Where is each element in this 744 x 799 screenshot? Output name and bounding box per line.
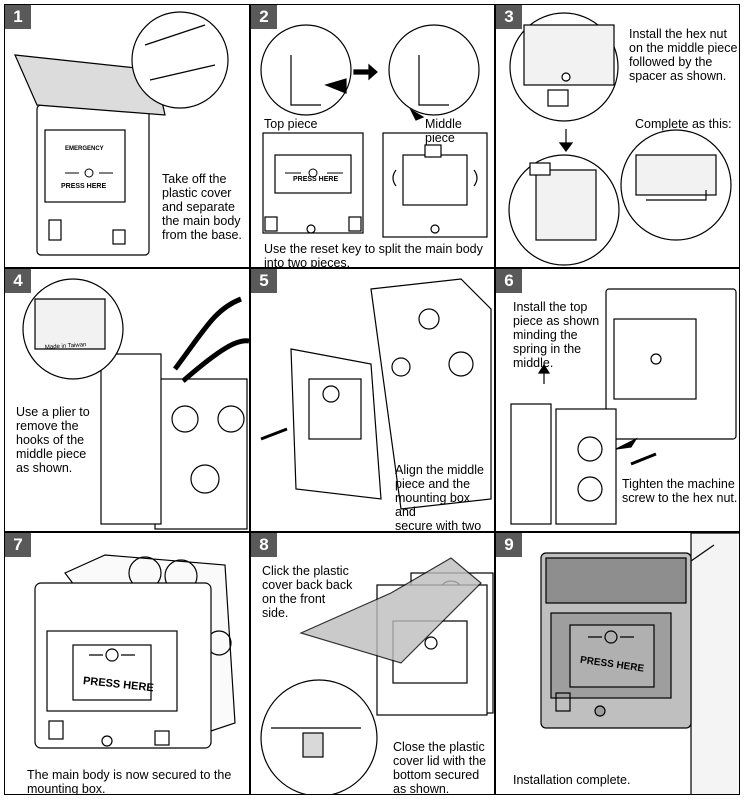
step-2-caption: Use the reset key to split the main body… <box>264 242 483 268</box>
step-4-illustration: Made in Taiwan <box>22 278 249 530</box>
press-here-label: PRESS HERE <box>61 183 106 190</box>
step-7-caption: The main body is now secured to the moun… <box>27 768 232 795</box>
step-4-caption: Use a plier to remove the hooks of the m… <box>16 405 90 475</box>
step-2-illustration: PRESS HERE <box>260 24 488 238</box>
step-8-panel: 8 Click the plastic cover back back on t… <box>250 532 495 795</box>
step-5-illustration <box>260 278 492 510</box>
step-8-caption: Click the plastic cover back back on the… <box>262 564 353 620</box>
step-9-caption: Installation complete. <box>513 773 631 787</box>
step-number: 6 <box>496 269 522 293</box>
step-5-panel: 5 Align the middle piece and the mountin… <box>250 268 495 532</box>
made-in-label: Made in Taiwan <box>45 342 87 351</box>
press-here-label: PRESS HERE <box>293 176 338 183</box>
step-number: 9 <box>496 533 522 557</box>
step-4-panel: Made in Taiwan 4 Use a plier to remove t… <box>4 268 250 532</box>
step-number: 1 <box>5 5 31 29</box>
step-7-panel: PRESS HERE 7 The main body is now secure… <box>4 532 250 795</box>
step-number: 3 <box>496 5 522 29</box>
step-9-panel: PRESS HERE 9 Installation complete. <box>495 532 740 795</box>
step-6-illustration <box>510 288 737 525</box>
step-3-caption: Install the hex nut on the middle piece … <box>629 27 738 83</box>
step-3-panel: 3 Install the hex nut on the middle piec… <box>495 4 740 268</box>
step-5-caption: Align the middle piece and the mounting … <box>395 463 484 532</box>
step-1-panel: EMERGENCY PRESS HERE 1 Take off the plas… <box>4 4 250 268</box>
step-number: 5 <box>251 269 277 293</box>
step-number: 2 <box>251 5 277 29</box>
step-2-panel: PRESS HERE 2 Top piece Middle piece Use … <box>250 4 495 268</box>
step-7-illustration: PRESS HERE <box>34 554 236 749</box>
step-8-illustration <box>260 557 494 794</box>
top-piece-label: Top piece <box>264 117 318 131</box>
instruction-grid: EMERGENCY PRESS HERE 1 Take off the plas… <box>4 4 740 795</box>
step-number: 7 <box>5 533 31 557</box>
step-9-illustration: PRESS HERE <box>540 533 739 794</box>
step-1-caption: Take off the plastic cover and separate … <box>162 172 242 242</box>
middle-piece-label: Middle piece <box>425 117 462 145</box>
step-1-illustration: EMERGENCY PRESS HERE <box>14 11 229 256</box>
step-8-caption-2: Close the plastic cover lid with the bot… <box>393 740 487 795</box>
step-6-caption: Install the top piece as shown minding t… <box>513 300 600 370</box>
step-number: 8 <box>251 533 277 557</box>
step-number: 4 <box>5 269 31 293</box>
pictogram-text: EMERGENCY <box>65 146 104 152</box>
complete-label: Complete as this: <box>635 117 732 131</box>
step-6-caption-2: Tighten the machine screw to the hex nut… <box>622 477 738 505</box>
step-6-panel: 6 Install the top piece as shown minding… <box>495 268 740 532</box>
step-3-illustration <box>508 12 732 266</box>
